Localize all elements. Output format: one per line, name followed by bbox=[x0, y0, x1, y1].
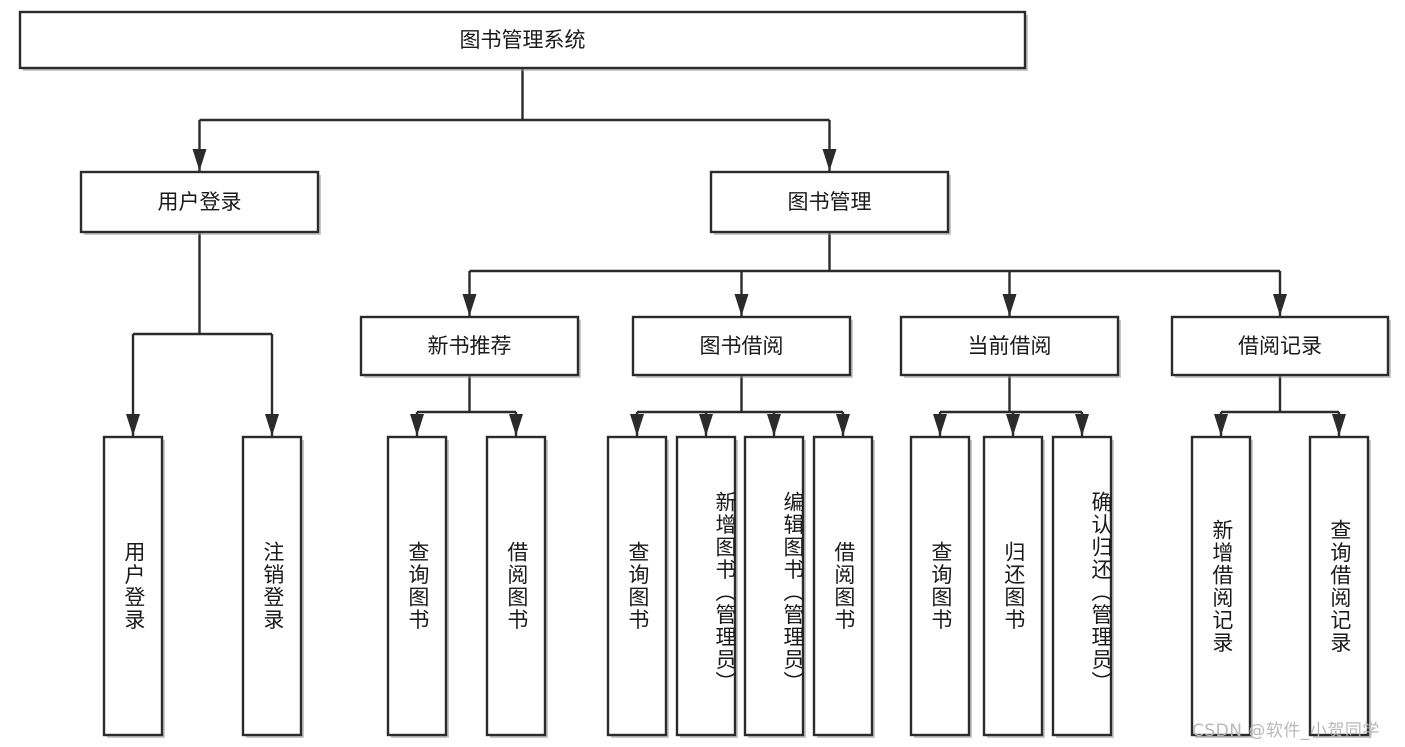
label-borrow-record: 借阅记录 bbox=[1238, 334, 1322, 358]
arrow-bookmanage-to-new-book-recommend bbox=[462, 294, 477, 316]
label-book-manage: 图书管理 bbox=[788, 190, 872, 214]
arrow-book-borrow-to-leaf-add-book-admin bbox=[699, 414, 713, 436]
node-leaf-query-book-rec[interactable] bbox=[386, 435, 448, 737]
arrow-borrow-record-to-leaf-add-borrow-record bbox=[1214, 414, 1228, 436]
node-leaf-query-book-borrow[interactable] bbox=[606, 435, 668, 737]
node-leaf-user-login[interactable] bbox=[102, 435, 164, 737]
label-root: 图书管理系统 bbox=[460, 28, 586, 52]
node-borrow-record[interactable] bbox=[1170, 315, 1390, 377]
arrow-root-to-user-login bbox=[192, 149, 207, 171]
csdn-watermark: CSDN @软件_小贺同学 bbox=[1192, 721, 1380, 741]
node-leaf-borrow-book-rec[interactable] bbox=[485, 435, 547, 737]
node-user-login[interactable] bbox=[79, 170, 320, 234]
arrow-bookmanage-to-current-borrow bbox=[1002, 294, 1017, 316]
arrow-user-login-to-leaf-user-logout bbox=[265, 414, 279, 436]
arrow-user-login-to-leaf-user-login bbox=[126, 414, 140, 436]
arrow-current-borrow-to-leaf-return-book bbox=[1006, 414, 1020, 436]
label-user-login: 用户登录 bbox=[158, 190, 242, 214]
node-book-borrow[interactable] bbox=[631, 315, 852, 377]
arrow-current-borrow-to-leaf-query-book-cur bbox=[933, 414, 947, 436]
connector-layer bbox=[126, 68, 1346, 436]
node-book-manage[interactable] bbox=[709, 170, 950, 234]
label-book-borrow: 图书借阅 bbox=[700, 334, 784, 358]
arrow-root-to-book-manage bbox=[822, 149, 837, 171]
node-leaf-confirm-return-admin[interactable] bbox=[1051, 435, 1113, 737]
node-leaf-add-borrow-record[interactable] bbox=[1190, 435, 1252, 737]
arrow-borrow-record-to-leaf-query-borrow-record bbox=[1332, 414, 1346, 436]
node-leaf-borrow-book[interactable] bbox=[812, 435, 874, 737]
node-leaf-add-book-admin[interactable] bbox=[675, 435, 737, 737]
node-leaf-query-borrow-record[interactable] bbox=[1308, 435, 1370, 737]
node-leaf-query-book-cur[interactable] bbox=[909, 435, 971, 737]
node-current-borrow[interactable] bbox=[899, 315, 1120, 377]
node-leaf-user-logout[interactable] bbox=[241, 435, 303, 737]
arrow-bookmanage-to-borrow-record bbox=[1273, 294, 1287, 316]
node-leaf-edit-book-admin[interactable] bbox=[743, 435, 805, 737]
arrow-current-borrow-to-leaf-confirm-return-admin bbox=[1075, 414, 1089, 436]
arrow-new-book-recommend-to-leaf-query-book-rec bbox=[410, 414, 424, 436]
node-leaf-return-book[interactable] bbox=[982, 435, 1044, 737]
label-current-borrow: 当前借阅 bbox=[968, 334, 1052, 358]
node-box-layer bbox=[18, 10, 1391, 738]
arrow-book-borrow-to-leaf-borrow-book bbox=[836, 414, 850, 436]
label-new-book-recommend: 新书推荐 bbox=[428, 334, 512, 358]
node-root[interactable] bbox=[18, 10, 1027, 70]
node-new-book-recommend[interactable] bbox=[359, 315, 580, 377]
arrow-book-borrow-to-leaf-edit-book-admin bbox=[767, 414, 781, 436]
arrow-book-borrow-to-leaf-query-book-borrow bbox=[630, 414, 644, 436]
arrow-bookmanage-to-book-borrow bbox=[734, 294, 749, 316]
arrow-new-book-recommend-to-leaf-borrow-book-rec bbox=[509, 414, 523, 436]
